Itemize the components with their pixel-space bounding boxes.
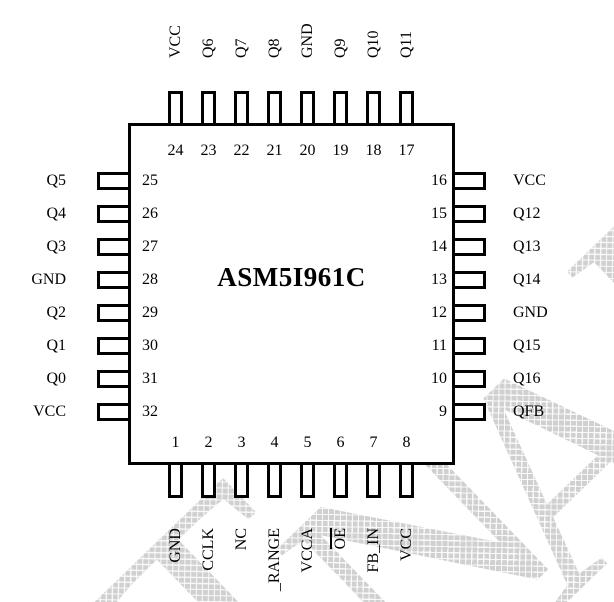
pin-label: Q8	[265, 38, 283, 58]
pin-stub	[452, 205, 486, 223]
pin-number: 5	[303, 434, 312, 451]
pin-label: Q4	[46, 205, 66, 222]
pin-label: Q0	[46, 370, 66, 387]
pin-number: 3	[237, 434, 246, 451]
pin-stub	[97, 205, 131, 223]
pin-stub	[97, 304, 131, 322]
pin-label: Q14	[513, 271, 541, 288]
pin-number: 13	[431, 271, 447, 288]
pin-number: 6	[336, 434, 345, 451]
pin-label: Q13	[513, 238, 541, 255]
pin-stub	[452, 337, 486, 355]
pin-number: 1	[171, 434, 180, 451]
pin-number: 15	[431, 205, 447, 222]
pin-stub	[97, 370, 131, 388]
pin-label: OE	[329, 528, 350, 602]
pin-label: GND	[166, 528, 184, 563]
pin-number: 9	[439, 403, 447, 420]
pin-stub	[452, 370, 486, 388]
pin-stub	[398, 91, 414, 126]
pin-label: Q7	[232, 38, 250, 58]
pin-number: 25	[142, 172, 158, 189]
pin-number: 29	[142, 304, 158, 321]
pin-stub	[332, 91, 348, 126]
pin-number: 17	[398, 142, 415, 159]
pin-label: VCC	[166, 25, 184, 58]
pin-number: 7	[369, 434, 378, 451]
pin-stub	[233, 91, 249, 126]
pin-label: FB_IN	[364, 528, 382, 573]
pin-label: Q2	[46, 304, 66, 321]
pin-label: VCC	[397, 528, 415, 561]
pin-label: GND	[31, 271, 66, 288]
pin-stub	[97, 238, 131, 256]
pin-number: 4	[270, 434, 279, 451]
pin-label: Q12	[513, 205, 541, 222]
pin-label: VCCA	[298, 528, 316, 573]
pin-stub	[365, 91, 381, 126]
pin-stub	[452, 238, 486, 256]
pin-label: Q10	[364, 30, 382, 58]
pin-number: 18	[365, 142, 382, 159]
pin-number: 14	[431, 238, 447, 255]
pin-stub	[167, 462, 183, 498]
pin-stub	[266, 462, 282, 498]
pin-stub	[200, 91, 216, 126]
pin-number: 12	[431, 304, 447, 321]
pin-label: VCC	[513, 172, 546, 189]
pin-label: _RANGE	[265, 528, 283, 592]
pin-number: 31	[142, 370, 158, 387]
pin-number: 30	[142, 337, 158, 354]
pin-number: 20	[299, 142, 316, 159]
pin-label: VCC	[33, 403, 66, 420]
pin-number: 8	[402, 434, 411, 451]
pin-label: QFB	[513, 403, 545, 420]
pin-label: Q6	[199, 38, 217, 58]
pin-number: 22	[233, 142, 250, 159]
pin-label: Q11	[397, 31, 415, 58]
pin-label: Q16	[513, 370, 541, 387]
chip-title: ASM5I961C	[217, 262, 366, 292]
pin-number: 19	[332, 142, 349, 159]
pin-stub	[299, 462, 315, 498]
chip-body: ASM5I961C	[128, 123, 455, 465]
pin-label: Q15	[513, 337, 541, 354]
pin-label: GND	[298, 23, 316, 58]
pin-stub	[299, 91, 315, 126]
pin-stub	[452, 172, 486, 190]
pin-number: 2	[204, 434, 213, 451]
pin-label: NC	[232, 528, 250, 551]
pin-label: CCLK	[199, 528, 217, 571]
pin-number: 16	[431, 172, 447, 189]
pin-stub	[97, 271, 131, 289]
pin-stub	[452, 304, 486, 322]
pin-number: 26	[142, 205, 158, 222]
pin-number: 28	[142, 271, 158, 288]
pin-label: Q9	[331, 38, 349, 58]
overline-bar: OE	[329, 528, 349, 550]
pin-number: 21	[266, 142, 283, 159]
pin-stub	[266, 91, 282, 126]
pin-stub	[332, 462, 348, 498]
pin-stub	[97, 403, 131, 421]
pin-label: Q3	[46, 238, 66, 255]
pin-stub	[398, 462, 414, 498]
pin-number: 11	[431, 337, 447, 354]
pin-label: Q1	[46, 337, 66, 354]
pin-number: 27	[142, 238, 158, 255]
pin-number: 32	[142, 403, 158, 420]
pin-stub	[365, 462, 381, 498]
pin-label: Q5	[46, 172, 66, 189]
pin-number: 10	[431, 370, 447, 387]
pin-label: GND	[513, 304, 548, 321]
pin-stub	[167, 91, 183, 126]
pin-number: 23	[200, 142, 217, 159]
pin-number: 24	[167, 142, 184, 159]
pin-stub	[452, 271, 486, 289]
pin-stub	[233, 462, 249, 498]
pin-stub	[452, 403, 486, 421]
pin-stub	[200, 462, 216, 498]
pin-stub	[97, 172, 131, 190]
pin-stub	[97, 337, 131, 355]
